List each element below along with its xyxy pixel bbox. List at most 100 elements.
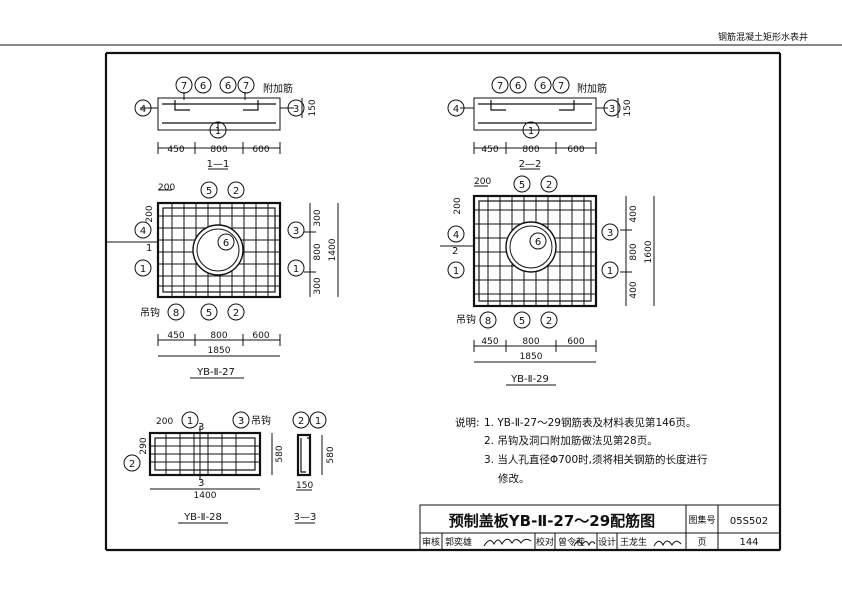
lifting-hook-label: 吊钩: [456, 314, 476, 326]
plan-label-29: YB-Ⅱ-29: [510, 374, 549, 385]
cut-mark-1: 1: [146, 243, 152, 254]
dim-1600: 1600: [644, 240, 654, 263]
dim-600: 600: [567, 337, 584, 347]
bubble-4: 4: [453, 230, 459, 241]
atlas-number: 05S502: [730, 516, 768, 527]
bubble-5: 5: [206, 186, 212, 197]
bubble-1: 1: [140, 264, 146, 275]
dim-800: 800: [210, 145, 227, 155]
bubble-8: 8: [485, 316, 491, 327]
bubble-6: 6: [223, 238, 229, 249]
dim-200: 200: [453, 197, 463, 214]
bubble-2: 2: [129, 459, 135, 470]
dim-290: 290: [139, 437, 149, 454]
bubble-2: 2: [233, 186, 239, 197]
dim-300: 300: [313, 209, 323, 226]
dim-300: 300: [313, 277, 323, 294]
dim-150: 150: [623, 99, 633, 116]
bubble-1: 1: [528, 126, 534, 137]
bubble-4: 4: [453, 104, 459, 115]
bubble-6: 6: [200, 81, 206, 92]
dim-800: 800: [629, 243, 639, 260]
notes: 说明: 1. YB-Ⅱ-27～29钢筋表及材料表见第146页。 2. 吊钩及洞口…: [455, 416, 708, 485]
bubble-5: 5: [519, 180, 525, 191]
plan-yb-ii-27: 1 200 200 300 800 300 1400 450 800 600 1…: [106, 183, 339, 379]
dim-800: 800: [313, 243, 323, 260]
bubble-7: 7: [497, 81, 503, 92]
dim-800: 800: [522, 145, 539, 155]
review-label: 审核: [422, 536, 440, 548]
dim-200: 200: [156, 417, 173, 427]
lifting-hook-label: 吊钩: [140, 307, 160, 319]
dim-200: 200: [145, 205, 155, 222]
bubble-3: 3: [607, 228, 613, 239]
bubble-3: 3: [293, 104, 299, 115]
bubble-1: 1: [215, 126, 221, 137]
bubble-1: 1: [187, 416, 193, 427]
dim-450: 450: [481, 145, 498, 155]
bubble-4: 4: [140, 226, 146, 237]
notes-heading: 说明:: [455, 416, 480, 429]
extra-bars-label: 附加筋: [577, 82, 607, 95]
plan-label-27: YB-Ⅱ-27: [196, 367, 235, 378]
bubble-7: 7: [558, 81, 564, 92]
bubble-2: 2: [298, 416, 304, 427]
bubble-5: 5: [519, 316, 525, 327]
design-signature: [653, 540, 682, 547]
review-name: 郭奕雄: [445, 536, 472, 548]
design-label: 设计: [598, 536, 616, 548]
section-label-2-2: 2—2: [519, 159, 542, 170]
review-signature: [483, 538, 532, 547]
bubble-6: 6: [540, 81, 546, 92]
section-2-2: 附加筋 450 800 600 150 2—2: [460, 82, 633, 170]
dim-400: 400: [629, 205, 639, 222]
drawing-title: 预制盖板YB-Ⅱ-27～29配筋图: [449, 512, 655, 530]
title-block: 预制盖板YB-Ⅱ-27～29配筋图 图集号 05S502 审核 郭奕雄 校对 曾…: [419, 504, 781, 551]
dim-200: 200: [158, 183, 175, 193]
dim-450: 450: [481, 337, 498, 347]
bubble-3: 3: [293, 226, 299, 237]
cut-mark-3: 3: [198, 478, 204, 489]
dim-400: 400: [629, 281, 639, 298]
bubble-2: 2: [546, 316, 552, 327]
page-label: 页: [697, 537, 706, 548]
bubble-1: 1: [293, 264, 299, 275]
page-number: 144: [739, 537, 758, 548]
note-3: 3. 当人孔直径Φ700时,须将相关钢筋的长度进行: [484, 453, 708, 466]
bubble-8: 8: [173, 308, 179, 319]
bubble-6: 6: [515, 81, 521, 92]
section-1-1: 附加筋 450 800 600 150 1—1: [140, 82, 318, 170]
lifting-hook-label: 吊钩: [251, 415, 271, 427]
dim-800: 800: [522, 337, 539, 347]
bubble-1: 1: [453, 266, 459, 277]
check-name: 曾令茬: [558, 536, 585, 548]
note-2: 2. 吊钩及洞口附加筋做法见第28页。: [484, 434, 658, 447]
bubble-3: 3: [609, 104, 615, 115]
dim-1400: 1400: [194, 491, 217, 501]
extra-bars-label: 附加筋: [263, 82, 293, 95]
bubble-7: 7: [181, 81, 187, 92]
bubble-5: 5: [206, 308, 212, 319]
bubble-7: 7: [243, 81, 249, 92]
dim-1400: 1400: [328, 238, 338, 261]
plan-yb-ii-28: 3 3 200 290 580 1400 吊钩 YB-Ⅱ-28: [139, 415, 285, 524]
section-label-1-1: 1—1: [207, 159, 230, 170]
bubble-2: 2: [546, 180, 552, 191]
cut-mark-3: 3: [198, 422, 204, 433]
note-1: 1. YB-Ⅱ-27～29钢筋表及材料表见第146页。: [484, 416, 696, 429]
dim-600: 600: [252, 145, 269, 155]
check-signature: [573, 540, 596, 547]
dim-600: 600: [252, 331, 269, 341]
series-title: 钢筋混凝土矩形水表井: [718, 31, 808, 43]
bubble-2: 2: [233, 308, 239, 319]
section-label-3-3: 3—3: [294, 512, 317, 523]
dim-450: 450: [167, 145, 184, 155]
bubble-3: 3: [238, 416, 244, 427]
dim-150: 150: [296, 481, 313, 491]
section-3-3: 580 150 3—3: [294, 433, 336, 524]
cut-mark-2: 2: [452, 246, 458, 257]
note-3-cont: 修改。: [498, 472, 530, 485]
dim-200: 200: [474, 177, 491, 187]
dim-450: 450: [167, 331, 184, 341]
dim-800: 800: [210, 331, 227, 341]
